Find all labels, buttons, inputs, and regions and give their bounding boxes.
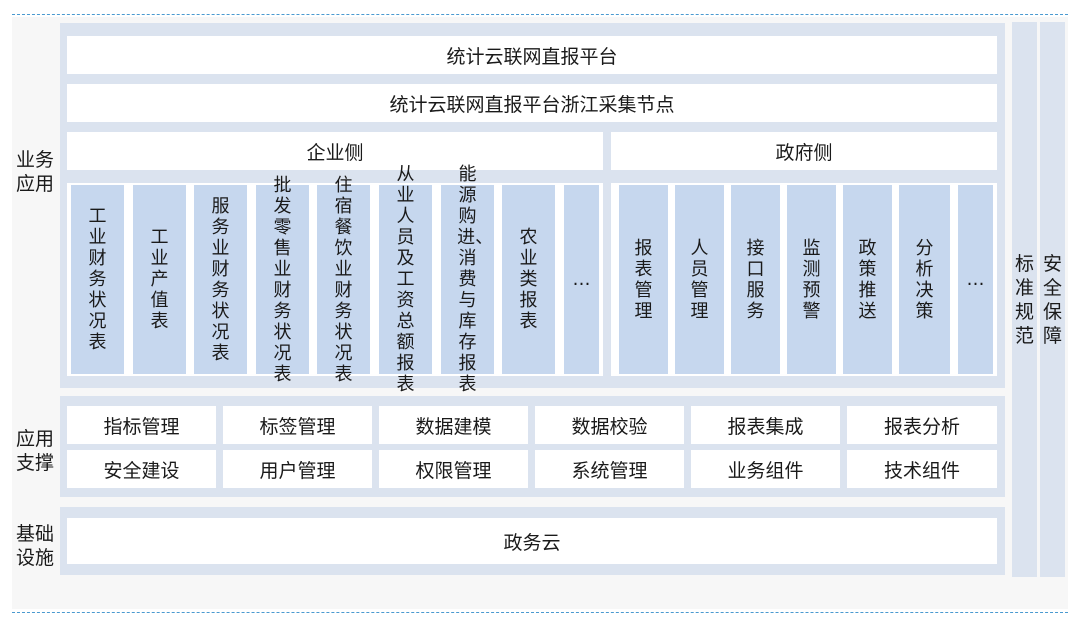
enterprise-report-item-more: … [562, 183, 601, 376]
collection-node-title: 统计云联网直报平台浙江采集节点 [67, 84, 997, 122]
enterprise-report-item: 服务业财务状况表 [192, 183, 249, 376]
top-dashed-rule [12, 14, 1068, 15]
support-module: 数据建模 [379, 406, 528, 444]
enterprise-side-header: 企业侧 [67, 132, 603, 170]
enterprise-report-item: 农业类报表 [500, 183, 557, 376]
enterprise-report-item: 工业产值表 [131, 183, 188, 376]
support-module: 报表分析 [847, 406, 997, 444]
support-module: 系统管理 [535, 450, 684, 488]
support-module: 报表集成 [691, 406, 840, 444]
support-module: 技术组件 [847, 450, 997, 488]
government-function-item: 报表管理 [617, 183, 670, 376]
government-function-item: 接口服务 [729, 183, 782, 376]
security-rail: 安全保障 [1040, 22, 1065, 577]
support-module: 数据校验 [535, 406, 684, 444]
bottom-dashed-rule [12, 612, 1068, 613]
enterprise-report-item: 工业财务状况表 [69, 183, 126, 376]
support-module: 标签管理 [223, 406, 372, 444]
support-module: 业务组件 [691, 450, 840, 488]
government-function-item-more: … [956, 183, 995, 376]
enterprise-report-item: 从业人员及工资总额报表 [377, 164, 434, 395]
enterprise-report-item: 批发零售业财务状况表 [254, 175, 311, 385]
standards-rail: 标准规范 [1012, 22, 1037, 577]
enterprise-report-item: 能源购进、消费与库存报表 [439, 164, 496, 395]
support-module: 用户管理 [223, 450, 372, 488]
government-function-item: 人员管理 [673, 183, 726, 376]
support-module: 安全建设 [67, 450, 216, 488]
government-function-item: 分析决策 [897, 183, 952, 376]
label-business-application: 业务 应用 [16, 149, 55, 195]
label-application-support: 应用 支撑 [16, 428, 55, 474]
enterprise-report-item: 住宿餐饮业财务状况表 [315, 175, 372, 385]
government-function-item: 监测预警 [785, 183, 838, 376]
government-cloud: 政务云 [67, 518, 997, 564]
label-infrastructure: 基础 设施 [16, 523, 55, 569]
support-module: 权限管理 [379, 450, 528, 488]
support-module: 指标管理 [67, 406, 216, 444]
platform-title: 统计云联网直报平台 [67, 36, 997, 74]
government-function-item: 政策推送 [841, 183, 894, 376]
government-side-header: 政府侧 [611, 132, 997, 170]
